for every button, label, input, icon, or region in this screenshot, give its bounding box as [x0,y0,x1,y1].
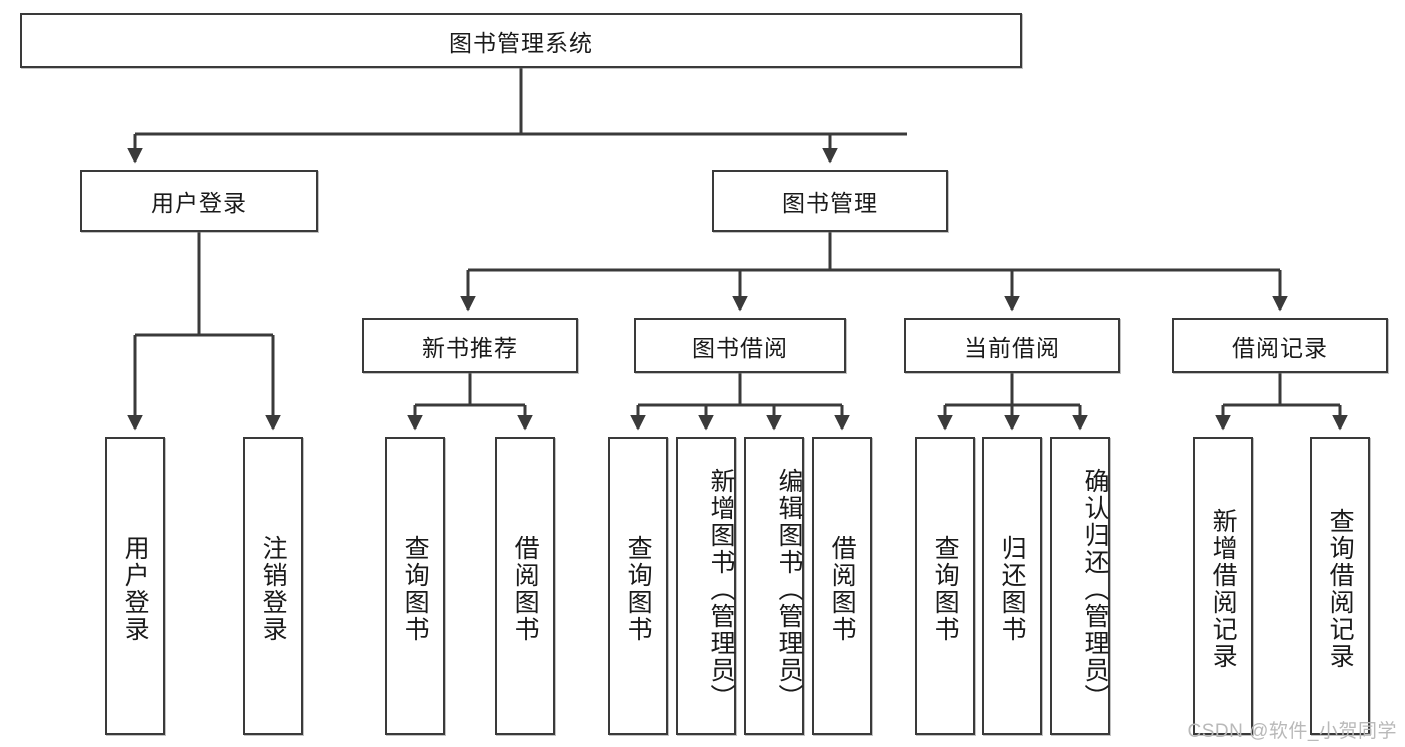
leaf-logout[interactable]: 注销登录 [243,437,303,735]
leaf-query-book-1[interactable]: 查询图书 [385,437,445,735]
leaf-add-book[interactable]: 新增图书（管理员） [676,437,736,735]
node-root[interactable]: 图书管理系统 [20,13,1022,68]
leaf-confirm-return-label: 确认归还（管理员） [1081,467,1109,711]
leaf-borrow-book-2[interactable]: 借阅图书 [812,437,872,735]
csdn-watermark: CSDN @软件_小贺同学 [1187,721,1397,742]
leaf-add-book-label: 新增图书（管理员） [707,467,735,711]
leaf-query-book-1-label: 查询图书 [401,535,430,643]
leaf-return-book-label: 归还图书 [998,535,1027,643]
node-user-login-label: 用户登录 [151,190,247,216]
leaf-add-record[interactable]: 新增借阅记录 [1193,437,1253,735]
leaf-borrow-book-2-label: 借阅图书 [828,535,857,643]
node-user-login[interactable]: 用户登录 [80,170,318,232]
node-book-manage-label: 图书管理 [782,190,878,216]
leaf-query-book-2[interactable]: 查询图书 [608,437,668,735]
leaf-query-book-2-label: 查询图书 [624,535,653,643]
node-book-manage[interactable]: 图书管理 [712,170,948,232]
leaf-query-record-label: 查询借阅记录 [1326,508,1355,670]
leaf-query-book-3-label: 查询图书 [931,535,960,643]
leaf-edit-book-label: 编辑图书（管理员） [775,467,803,711]
leaf-borrow-book-1[interactable]: 借阅图书 [495,437,555,735]
node-current-borrow[interactable]: 当前借阅 [904,318,1120,373]
node-book-borrow[interactable]: 图书借阅 [634,318,846,373]
node-new-book-rec-label: 新书推荐 [422,334,518,361]
node-new-book-rec[interactable]: 新书推荐 [362,318,578,373]
node-borrow-record-label: 借阅记录 [1232,334,1328,361]
node-borrow-record[interactable]: 借阅记录 [1172,318,1388,373]
leaf-edit-book[interactable]: 编辑图书（管理员） [744,437,804,735]
node-root-label: 图书管理系统 [449,29,593,56]
leaf-return-book[interactable]: 归还图书 [982,437,1042,735]
leaf-confirm-return[interactable]: 确认归还（管理员） [1050,437,1110,735]
leaf-user-login[interactable]: 用户登录 [105,437,165,735]
node-book-borrow-label: 图书借阅 [692,334,788,361]
node-current-borrow-label: 当前借阅 [964,334,1060,361]
leaf-add-record-label: 新增借阅记录 [1209,508,1238,670]
leaf-query-book-3[interactable]: 查询图书 [915,437,975,735]
leaf-borrow-book-1-label: 借阅图书 [511,535,540,643]
leaf-logout-label: 注销登录 [259,535,288,643]
leaf-user-login-label: 用户登录 [121,535,150,643]
leaf-query-record[interactable]: 查询借阅记录 [1310,437,1370,735]
